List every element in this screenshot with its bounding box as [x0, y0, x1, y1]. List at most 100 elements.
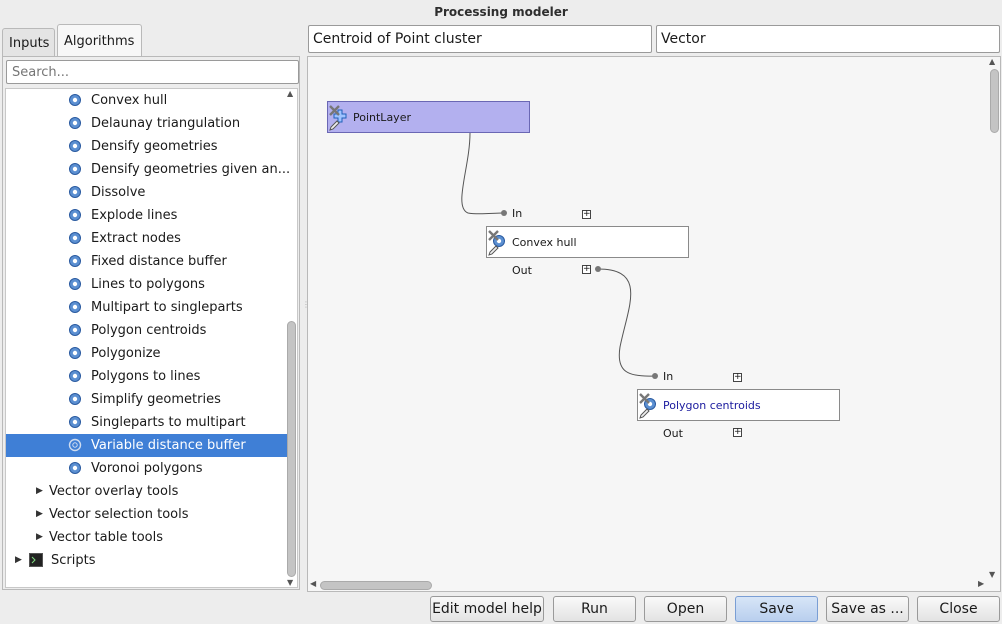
edit-icon[interactable] [328, 119, 341, 132]
tree-item-label: Voronoi polygons [91, 461, 203, 476]
tab-inputs[interactable]: Inputs [2, 28, 55, 57]
scroll-down-icon[interactable]: ▼ [989, 570, 996, 579]
run-button[interactable]: Run [553, 596, 636, 622]
canvas-hscroll-thumb[interactable] [320, 581, 432, 590]
tree-item-label: Polygons to lines [91, 369, 201, 384]
edit-icon[interactable] [487, 244, 500, 257]
close-button[interactable]: Close [917, 596, 1000, 622]
gear-icon [69, 209, 81, 221]
tree-item[interactable]: Singleparts to multipart [6, 411, 288, 434]
expand-arrow-icon[interactable]: ▶ [36, 509, 43, 519]
tree-item-label: Simplify geometries [91, 392, 221, 407]
tree-item[interactable]: Densify geometries given an... [6, 158, 291, 181]
gear-icon [69, 462, 81, 474]
tree-item[interactable]: Fixed distance buffer [6, 250, 288, 273]
expand-outputs-icon[interactable]: + [733, 427, 742, 437]
expand-arrow-icon[interactable]: ▶ [36, 486, 43, 496]
tab-algorithms[interactable]: Algorithms [57, 24, 142, 57]
tree-item[interactable]: Voronoi polygons [6, 457, 288, 480]
tree-group[interactable]: ▶ Vector overlay tools [6, 480, 288, 503]
expand-inputs-icon[interactable]: + [733, 372, 742, 382]
gear-icon [69, 186, 81, 198]
tree-group[interactable]: ▶ Vector table tools [6, 526, 288, 549]
tree-scrollbar[interactable]: ▲ ▼ [286, 89, 296, 587]
tree-item[interactable]: Polygon centroids [6, 319, 288, 342]
tree-group[interactable]: ▶Vector selection tools [6, 503, 288, 526]
delete-icon[interactable] [638, 392, 651, 405]
terminal-icon [29, 553, 43, 567]
plus-icon [333, 109, 347, 123]
port-out-label: Out [512, 264, 532, 277]
delete-icon[interactable] [487, 229, 500, 242]
tree-item-label: Dissolve [91, 185, 146, 200]
model-name-field[interactable] [308, 25, 652, 53]
splitter-handle[interactable]: ⋮ [302, 300, 310, 309]
node-label: Convex hull [512, 236, 577, 249]
tree-item[interactable]: Extract nodes [6, 227, 288, 250]
expand-arrow-icon[interactable]: ▶ [15, 555, 22, 565]
tree-scrollbar-thumb[interactable] [287, 321, 296, 577]
tree-item[interactable]: Explode lines [6, 204, 288, 227]
edit-icon[interactable] [638, 407, 651, 420]
edit-model-help-button[interactable]: Edit model help [430, 596, 544, 622]
node-convex-hull[interactable]: Convex hull [486, 226, 689, 258]
gear-icon [69, 278, 81, 290]
tree-group-label: Vector overlay tools [49, 484, 179, 499]
scroll-right-icon[interactable]: ▶ [978, 579, 985, 588]
scroll-down-icon[interactable]: ▼ [287, 578, 294, 587]
tree-item-label: Polygonize [91, 346, 161, 361]
scroll-up-icon[interactable]: ▲ [287, 89, 294, 98]
expand-outputs-icon[interactable]: + [582, 264, 591, 274]
node-pointlayer[interactable]: PointLayer [327, 101, 530, 133]
gear-icon [69, 393, 81, 405]
tree-item[interactable]: Multipart to singleparts [6, 296, 288, 319]
search-input[interactable] [6, 60, 299, 84]
tree-item-label: Singleparts to multipart [91, 415, 246, 430]
tree-item-label: Polygon centroids [91, 323, 207, 338]
delete-icon[interactable] [328, 104, 341, 117]
connection-lines [461, 132, 658, 379]
scroll-left-icon[interactable]: ◀ [310, 579, 317, 588]
gear-icon [69, 94, 81, 106]
gear-icon [69, 140, 81, 152]
canvas-vscroll-thumb[interactable] [990, 69, 999, 133]
open-button[interactable]: Open [644, 596, 727, 622]
save-as-button[interactable]: Save as ... [826, 596, 909, 622]
gear-icon [69, 232, 81, 244]
node-polygon-centroids[interactable]: Polygon centroids [637, 389, 840, 421]
save-button[interactable]: Save [735, 596, 818, 622]
canvas-horizontal-scrollbar[interactable]: ◀ ▶ [308, 579, 988, 591]
port-in-label: In [663, 370, 674, 383]
gear-icon [69, 255, 81, 267]
tree-item[interactable]: Polygons to lines [6, 365, 288, 388]
node-label: PointLayer [353, 111, 411, 124]
model-canvas[interactable]: PointLayer In + Convex hull Out + In + P… [307, 56, 1001, 592]
tree-item-label: Convex hull [91, 93, 168, 108]
tree-item-label: Densify geometries given an... [91, 162, 291, 177]
tree-group-scripts[interactable]: ▶ Scripts [6, 549, 288, 572]
model-group-field[interactable] [656, 25, 1000, 53]
canvas-vertical-scrollbar[interactable]: ▲ ▼ [988, 57, 1000, 579]
tree-item-label: Variable distance buffer [91, 438, 246, 453]
tree-item[interactable]: Dissolve [6, 181, 288, 204]
tree-item[interactable]: Convex hull [6, 89, 288, 112]
tree-item[interactable]: Delaunay triangulation [6, 112, 288, 135]
gear-icon [68, 438, 82, 452]
gear-icon [69, 347, 81, 359]
tree-item[interactable]: Polygonize [6, 342, 288, 365]
gear-icon [69, 117, 81, 129]
tree-item[interactable]: Variable distance buffer [6, 434, 288, 457]
expand-inputs-icon[interactable]: + [582, 209, 591, 219]
gear-icon [69, 416, 81, 428]
tree-group-label: Scripts [51, 553, 96, 568]
tree-item-label: Lines to polygons [91, 277, 205, 292]
tree-item-label: Extract nodes [91, 231, 181, 246]
scroll-up-icon[interactable]: ▲ [989, 57, 996, 66]
gear-icon [69, 324, 81, 336]
expand-arrow-icon[interactable]: ▶ [36, 532, 43, 542]
tree-item[interactable]: Simplify geometries [6, 388, 288, 411]
tree-group-label: Vector table tools [49, 530, 164, 545]
tree-item[interactable]: Densify geometries [6, 135, 288, 158]
tree-item[interactable]: Lines to polygons [6, 273, 288, 296]
